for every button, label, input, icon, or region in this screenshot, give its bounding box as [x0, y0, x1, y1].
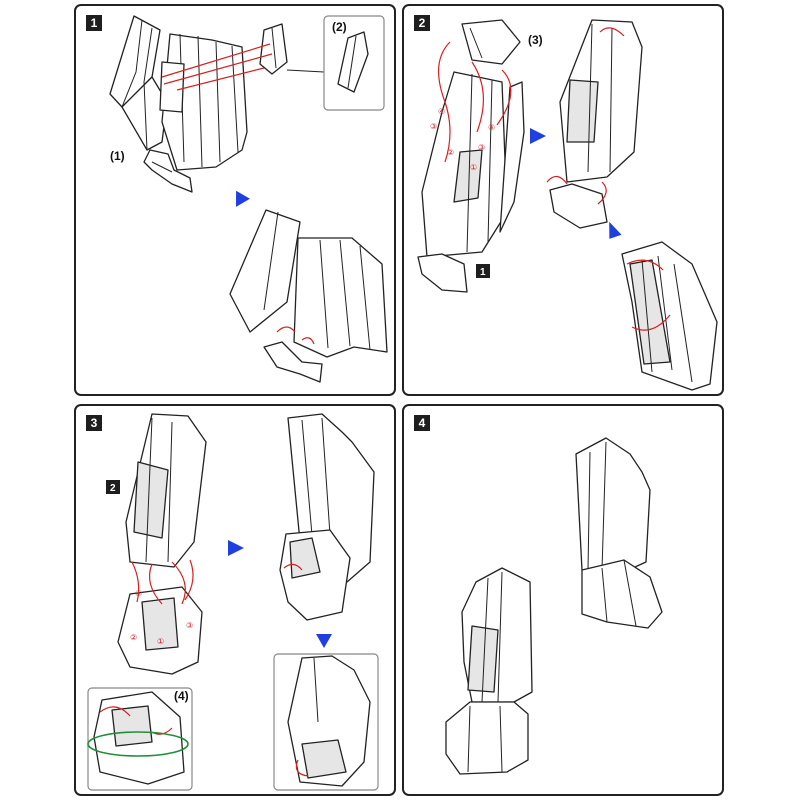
label-part-2: (2) [332, 20, 347, 34]
assembled-moai-back [621, 241, 718, 391]
svg-text:③: ③ [478, 143, 485, 152]
svg-text:②: ② [130, 633, 137, 642]
moai-upper-part [125, 413, 207, 568]
assembled-part [229, 209, 388, 383]
label-part-1: (1) [110, 149, 125, 163]
folded-part-body [159, 33, 248, 171]
base-part [117, 559, 203, 675]
step-4-illustration [445, 437, 663, 775]
step-number: 3 [86, 415, 102, 431]
step-4-panel: 4 [402, 404, 724, 796]
step-1-illustration: (1) (2) [109, 15, 388, 383]
folded-part-small [259, 23, 288, 75]
svg-text:①: ① [470, 163, 477, 172]
step-arrow [236, 190, 250, 207]
step-2-panel: 2 (3) ④ ③ ② ① ④ ③ 1 [402, 4, 724, 396]
step-arrow [228, 540, 244, 556]
svg-text:④: ④ [488, 123, 495, 132]
svg-text:②: ② [447, 148, 454, 157]
assembled-moai-partial [279, 413, 375, 621]
svg-text:①: ① [157, 637, 164, 646]
svg-text:2: 2 [110, 483, 116, 494]
step-3-panel: 3 2 ④ ② ① ③ (4) [74, 404, 396, 796]
step-number: 1 [86, 15, 102, 31]
step-3-illustration: 2 ④ ② ① ③ (4) [87, 413, 379, 791]
head-part [461, 19, 521, 65]
svg-text:1: 1 [480, 267, 486, 278]
assembled-moai-upright [546, 19, 643, 229]
moai-body-part [417, 41, 525, 293]
assembly-marks: ④ ② ① ③ [130, 589, 193, 646]
label-part-4: (4) [174, 689, 189, 703]
step-number: 4 [414, 415, 430, 431]
step-number: 2 [414, 15, 430, 31]
reference-step-2: 2 [106, 480, 120, 494]
step-arrow [316, 634, 332, 648]
label-part-3: (3) [528, 33, 543, 47]
step-1-panel: 1 (1) [74, 4, 396, 396]
folded-part-left [109, 15, 168, 151]
svg-text:④: ④ [438, 107, 445, 116]
step-2-illustration: (3) ④ ③ ② ① ④ ③ 1 [417, 19, 718, 391]
finished-moai-back [575, 437, 663, 629]
assembly-marks: ④ ③ ② ① ④ ③ [430, 107, 495, 172]
svg-text:③: ③ [430, 122, 437, 131]
svg-text:④: ④ [135, 589, 142, 598]
svg-text:③: ③ [186, 621, 193, 630]
step-arrow [609, 221, 622, 239]
reference-step-1: 1 [476, 264, 490, 278]
finished-moai-front [445, 567, 533, 775]
step-arrow [530, 128, 546, 144]
foot-part [143, 149, 193, 193]
